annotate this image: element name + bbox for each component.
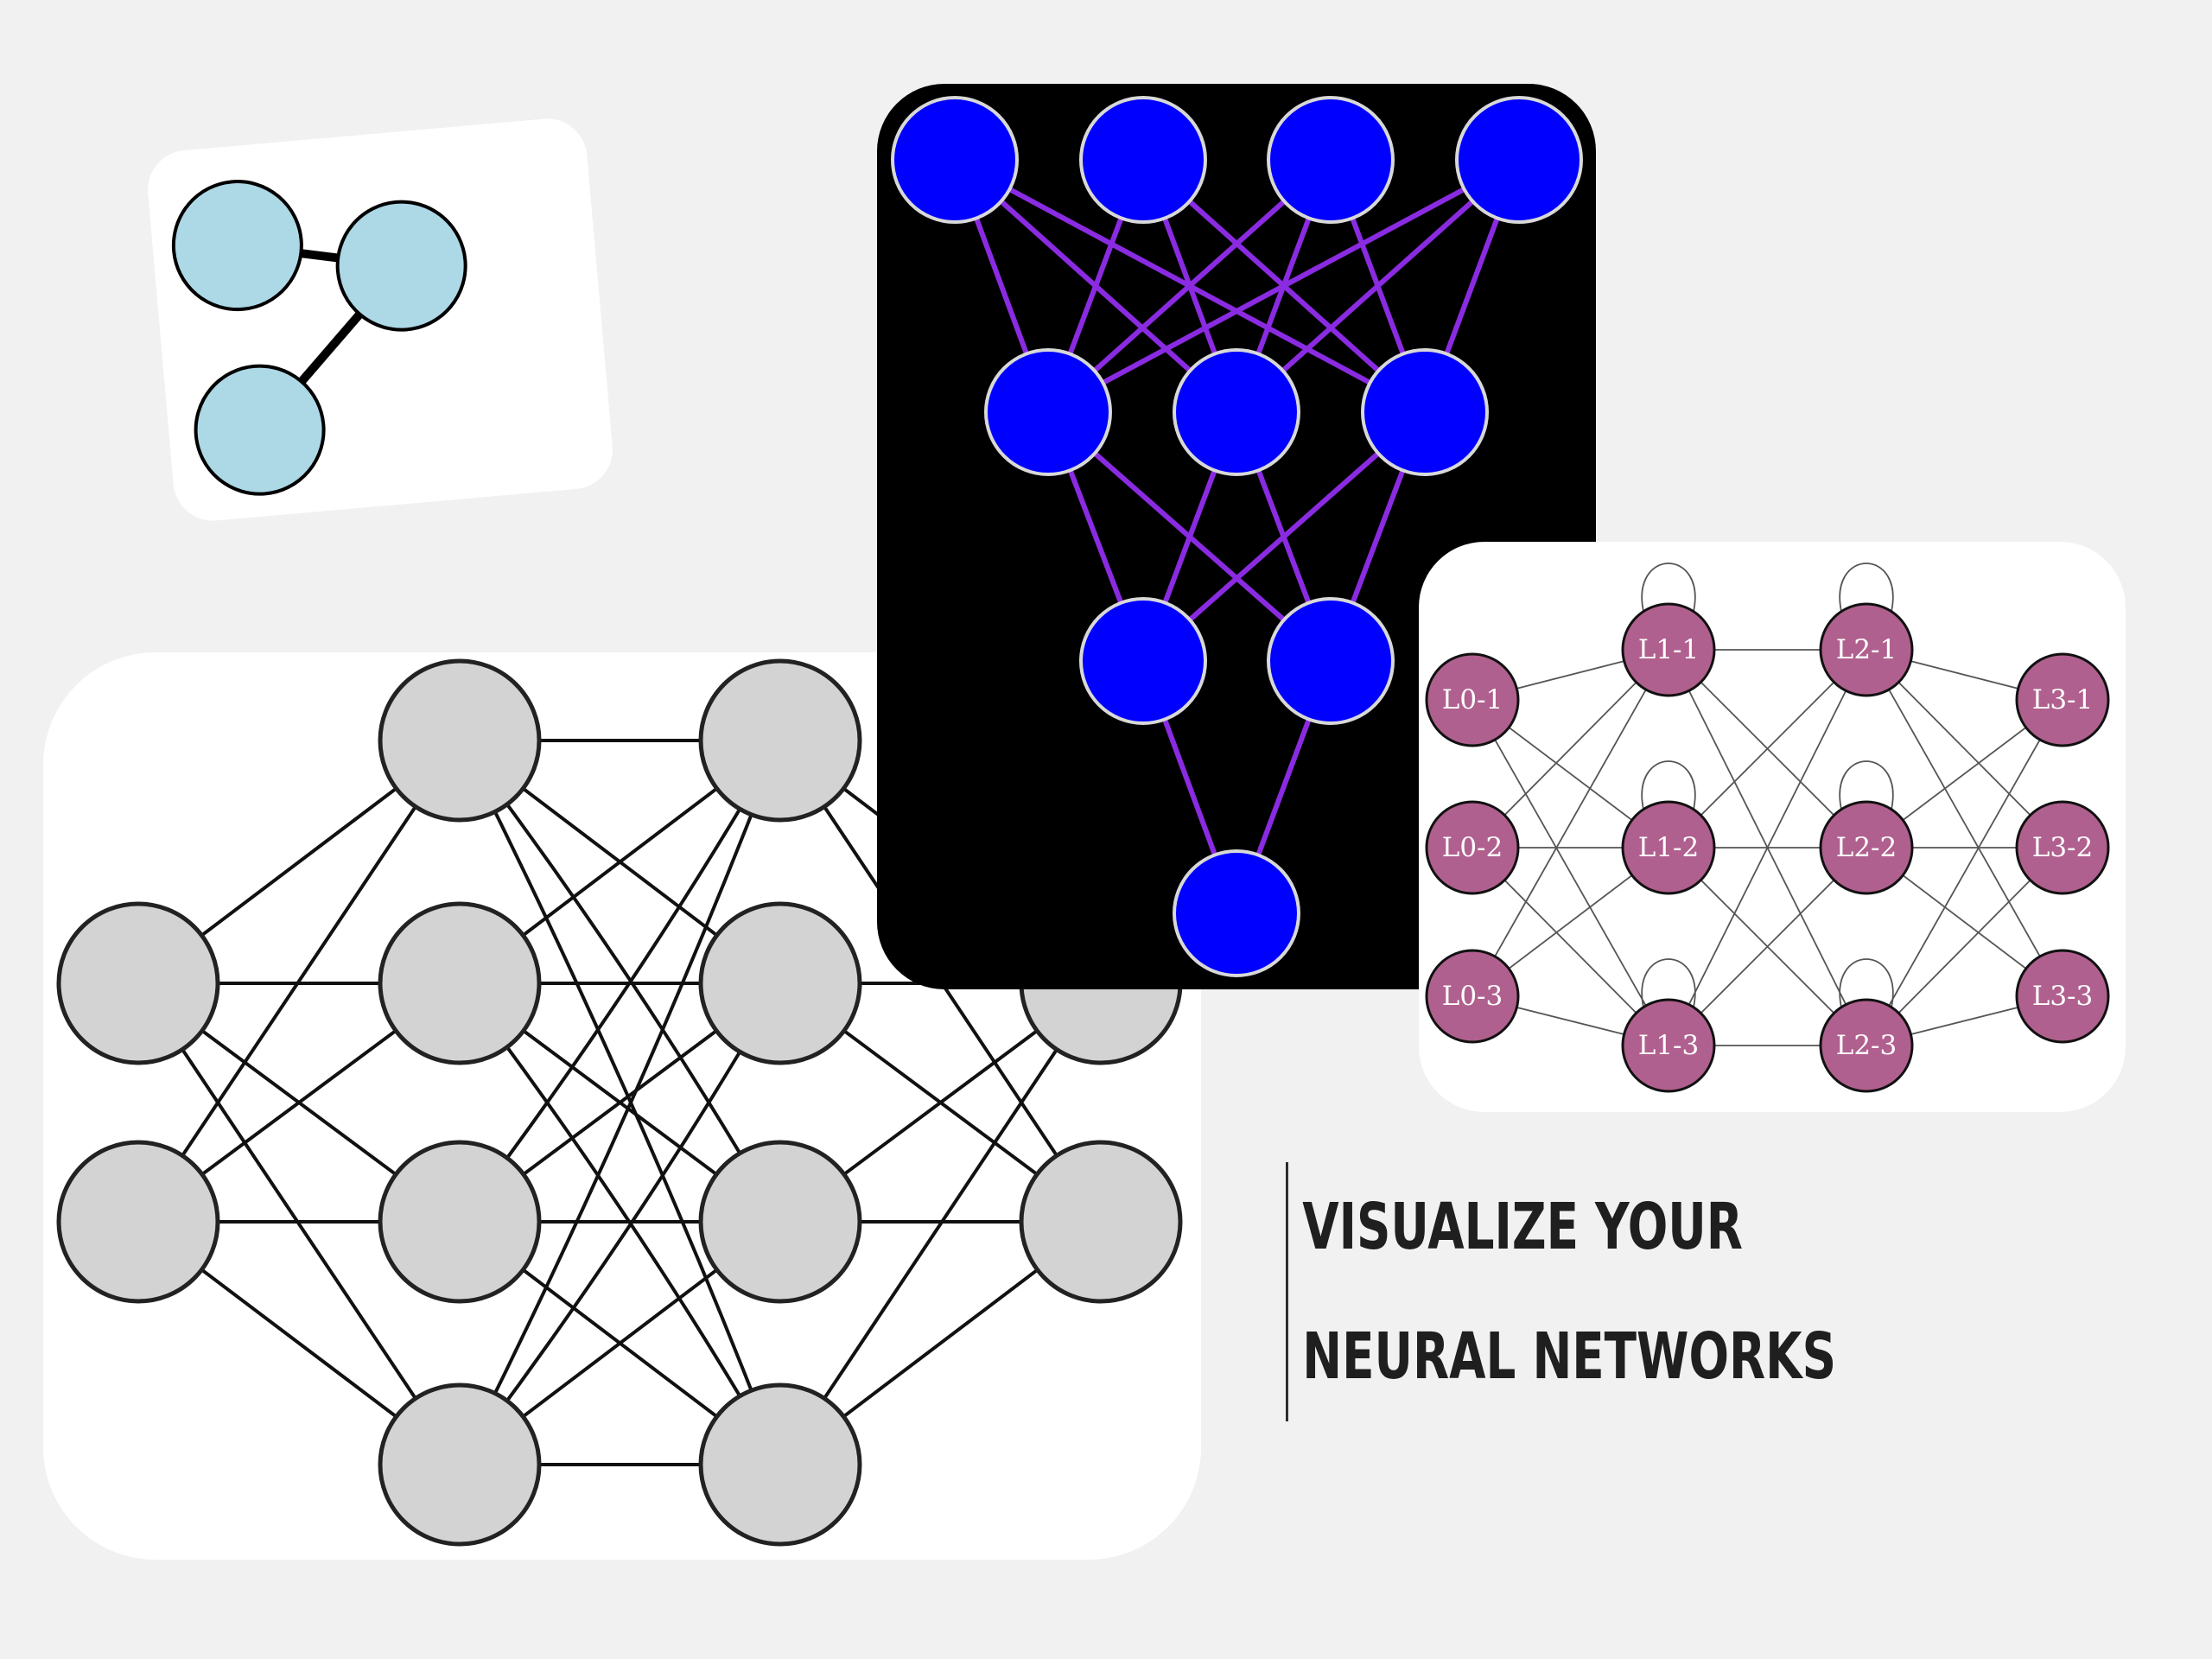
purple-network-node [1425, 800, 1520, 895]
blue-network-node [1173, 348, 1300, 476]
gray-network-node [698, 901, 862, 1065]
gray-network-node [56, 901, 220, 1065]
gray-network-node [698, 1382, 862, 1547]
blue-network-node [1173, 849, 1300, 977]
purple-network-edge [1471, 649, 1669, 997]
purple-network-edge [1471, 699, 1669, 1046]
purple-network-edge [1866, 699, 2063, 1046]
purple-network-self-loop [1641, 760, 1696, 814]
caption-line-2: NEURAL NETWORKS [1302, 1319, 1837, 1394]
blue-network-node [1455, 96, 1583, 224]
purple-network-node-label: L1-2 [1638, 832, 1700, 863]
purple-network-node-label: L2-3 [1836, 1030, 1897, 1061]
blue-network-node [1079, 597, 1207, 725]
purple-network-node [1819, 602, 1914, 697]
purple-network-node [2015, 949, 2110, 1044]
purple-network-node-label: L3-1 [2032, 684, 2094, 715]
purple-network-self-loop [1641, 563, 1696, 616]
gray-network-edge [137, 982, 461, 1466]
purple-network-node [2015, 652, 2110, 747]
purple-network-node [1819, 998, 1914, 1093]
purple-network-node-label: L3-2 [2032, 832, 2094, 863]
purple-network-node [1425, 652, 1520, 747]
purple-network-self-loop [1839, 760, 1894, 814]
small-graph-diagram [171, 180, 467, 496]
blue-network-card [877, 84, 1596, 989]
gray-network-node [698, 658, 862, 823]
purple-network-node [1621, 800, 1716, 895]
purple-network-diagram: L0-1L0-2L0-3 L1-1L1-2L1-3 L2-1L2-2L2-3 L3-1… [1425, 563, 2110, 1093]
gray-network-edge [458, 740, 782, 1465]
purple-network-node [2015, 800, 2110, 895]
purple-network-node-label: L3-3 [2032, 981, 2094, 1012]
gray-network-node [1019, 1140, 1183, 1304]
purple-network-node-label: L0-2 [1442, 832, 1503, 863]
caption-line-1: VISUALIZE YOUR [1302, 1190, 1743, 1264]
small-graph-node [194, 364, 326, 496]
gray-network-diagram [56, 658, 1183, 1547]
purple-network-self-loop [1641, 958, 1696, 1012]
small-graph-node [171, 180, 303, 312]
purple-network-edge [1866, 649, 2063, 997]
gray-network-node [378, 1140, 542, 1304]
gray-network-edge [137, 739, 461, 1224]
blue-network-node [1361, 348, 1489, 476]
small-graph-card [144, 115, 616, 524]
purple-network-edge [1668, 649, 1867, 1046]
blue-network-node [1079, 96, 1207, 224]
small-graph-node [335, 200, 467, 332]
blue-network-edge [1046, 157, 1521, 415]
blue-network-node [1267, 96, 1395, 224]
purple-network-node-label: L1-3 [1638, 1030, 1700, 1061]
caption-block: VISUALIZE YOUR NEURAL NETWORKS [1286, 1162, 1836, 1421]
purple-network-self-loop [1839, 958, 1894, 1012]
gray-network-node [378, 1382, 542, 1547]
blue-network-node [984, 348, 1112, 476]
purple-network-node [1819, 800, 1914, 895]
purple-network-node-label: L2-2 [1836, 832, 1897, 863]
purple-network-node-label: L0-3 [1442, 981, 1503, 1012]
gray-network-edge [779, 982, 1103, 1466]
purple-network-node [1425, 949, 1520, 1044]
purple-network-node [1621, 602, 1716, 697]
blue-network-node [891, 96, 1019, 224]
blue-network-node [1267, 597, 1395, 725]
blue-network-diagram [891, 96, 1583, 977]
gray-network-node [698, 1140, 862, 1304]
purple-network-node [1621, 998, 1716, 1093]
purple-network-self-loop [1839, 563, 1894, 616]
gray-network-node [56, 1140, 220, 1304]
purple-network-node-label: L0-1 [1442, 684, 1503, 715]
purple-network-node-label: L2-1 [1836, 634, 1897, 665]
purple-network-node-label: L1-1 [1638, 634, 1700, 665]
gray-network-node [378, 901, 542, 1065]
gray-network-node [378, 658, 542, 823]
